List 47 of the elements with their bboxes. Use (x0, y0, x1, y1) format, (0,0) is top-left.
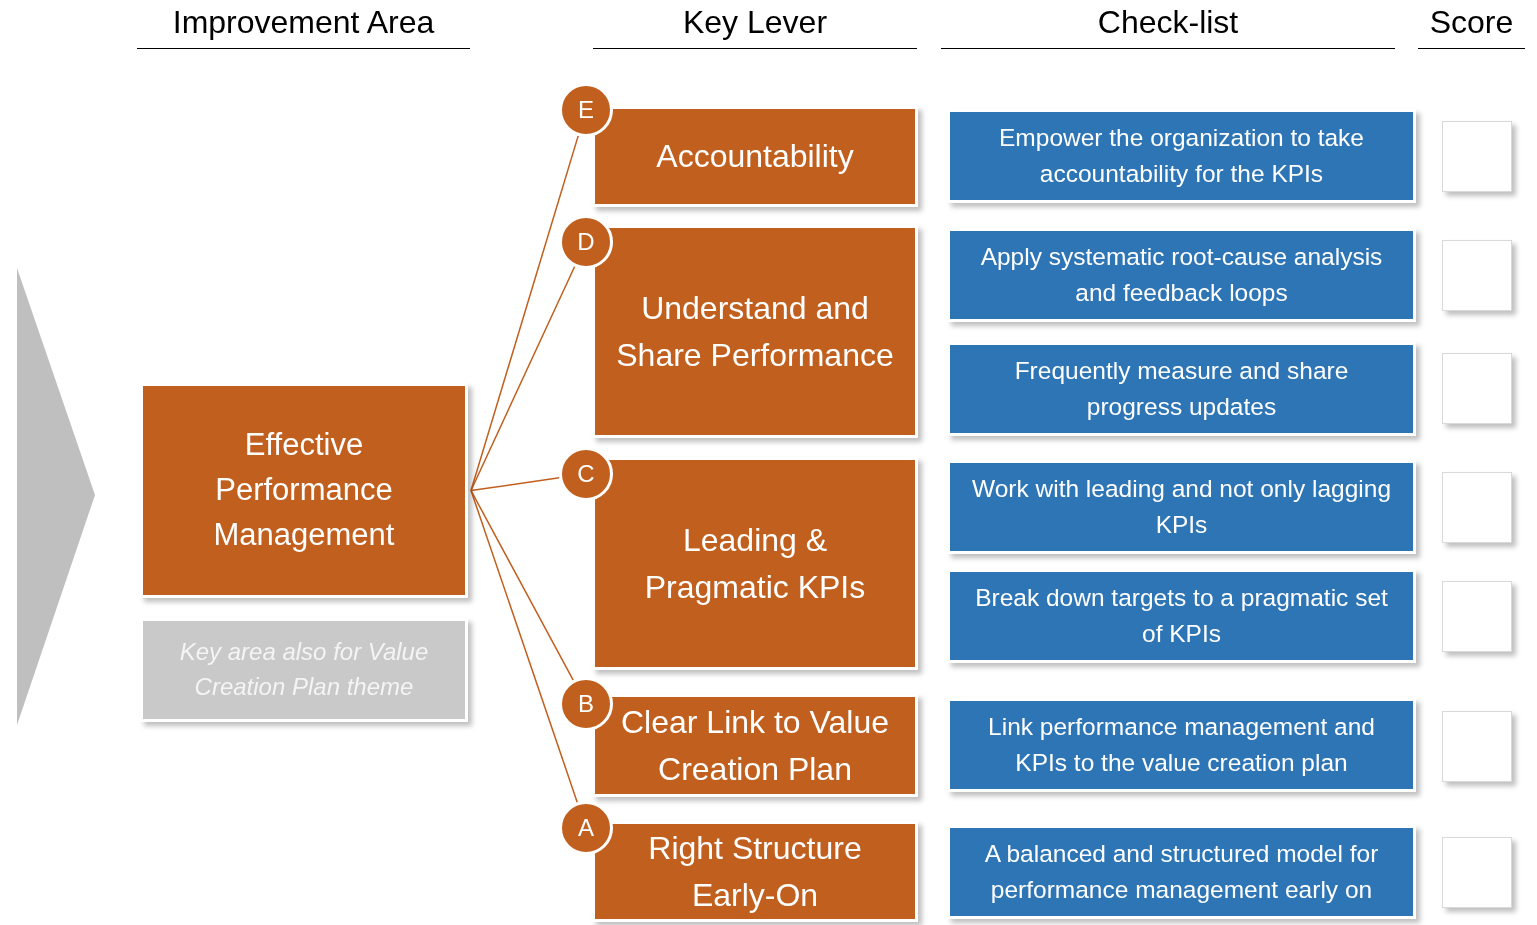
checklist-box (947, 342, 1416, 436)
area-box (140, 383, 468, 598)
column-header: Check-list (1096, 4, 1240, 41)
checklist-box (947, 825, 1416, 919)
checklist-text: Link performance management and KPIs to the value creation plan (987, 712, 1376, 778)
lever-title: Accountability (656, 137, 854, 177)
answer-box (1442, 240, 1512, 311)
checklist-text: Break down targets to a pragmatic set of KPIs (974, 583, 1389, 649)
lever-title: Right Structure Early-On (647, 829, 863, 915)
lever-box (592, 225, 918, 438)
lever-title: Clear Link to Value Creation Plan (620, 703, 890, 789)
checklist-text: A balanced and structured model for performance management early on (983, 839, 1380, 905)
lever-letter: E (578, 94, 594, 125)
lever-box (592, 694, 918, 797)
connector-line (470, 265, 576, 492)
checklist-text: Work with leading and not only lagging KPIs (970, 474, 1392, 540)
connector-line (470, 477, 560, 492)
column-header: Key Lever (681, 4, 829, 41)
column-header: Improvement Area (171, 4, 436, 41)
answer-box (1442, 837, 1512, 908)
lever-letter: B (578, 688, 594, 719)
lever-box (592, 821, 918, 922)
answer-box (1442, 472, 1512, 543)
answer-box (1442, 711, 1512, 782)
checklist-box (947, 228, 1416, 322)
checklist-box (947, 109, 1416, 203)
lever-box (592, 457, 918, 670)
lever-title: Leading & Pragmatic KPIs (643, 521, 867, 607)
lever-box (592, 106, 918, 207)
checklist-text: Apply systematic root-cause analysis and feedback loops (979, 242, 1384, 308)
area-title: Effective Performance Management (212, 426, 396, 554)
connector-line (470, 489, 574, 681)
lever-letter: D (577, 226, 595, 257)
lever-letter: C (577, 458, 595, 489)
checklist-box (947, 460, 1416, 554)
answer-box (1442, 121, 1512, 192)
checklist-box (947, 569, 1416, 663)
checklist-box (947, 698, 1416, 792)
lever-title: Understand and Share Performance (615, 289, 895, 375)
column-header: Score (1428, 4, 1515, 41)
connector-line (470, 489, 579, 804)
answer-box (1442, 581, 1512, 652)
checklist-text: Empower the organization to take accountability for the KPIs (998, 123, 1365, 189)
answer-box (1442, 353, 1512, 424)
note-box (140, 618, 468, 722)
lever-letter: A (578, 812, 594, 843)
checklist-text: Frequently measure and share progress updates (1013, 356, 1350, 422)
